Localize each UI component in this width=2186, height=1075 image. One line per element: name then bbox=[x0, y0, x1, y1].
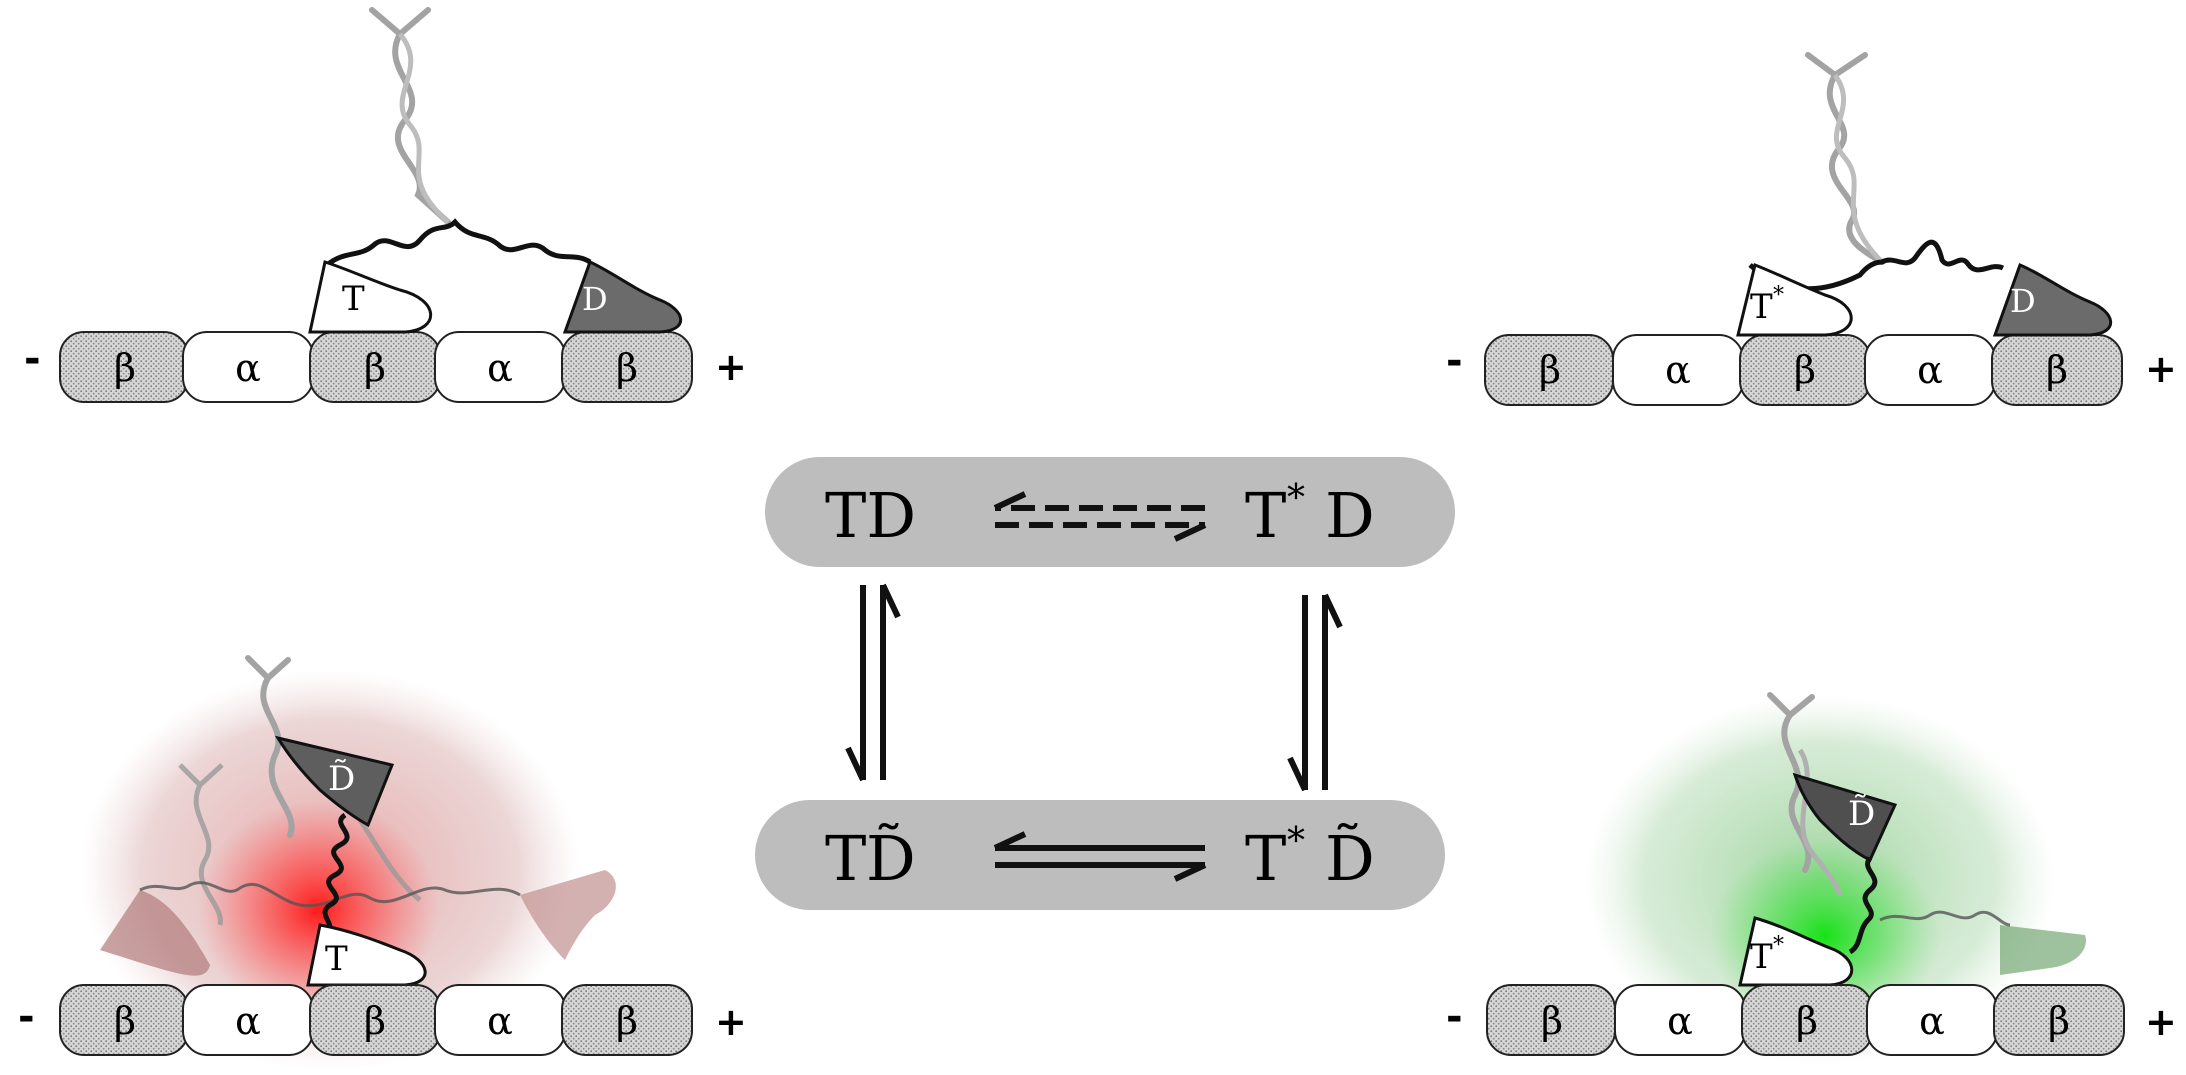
alpha-label: α bbox=[1665, 348, 1691, 392]
minus-end-label: - bbox=[24, 336, 41, 382]
head-label-D: D bbox=[582, 280, 608, 318]
head-label-T: T bbox=[1750, 937, 1773, 977]
tail-coil bbox=[372, 10, 448, 222]
plus-end-label: + bbox=[715, 345, 747, 389]
beta-label: β bbox=[2048, 999, 2070, 1043]
head-label-T: T bbox=[1750, 287, 1773, 327]
beta-label: β bbox=[2046, 348, 2068, 392]
beta-label: β bbox=[1541, 999, 1563, 1043]
state-TstarD-D: D bbox=[1325, 479, 1375, 552]
equilibrium-arrows-right bbox=[1290, 595, 1340, 790]
panel-top-right: β α β α β - + T * D bbox=[1446, 55, 2177, 405]
state-TstarD-T: T bbox=[1245, 479, 1286, 552]
alpha-label: α bbox=[235, 346, 261, 390]
beta-label: β bbox=[364, 346, 386, 390]
plus-end-label: + bbox=[2145, 1000, 2177, 1044]
minus-end-label: - bbox=[1446, 338, 1463, 384]
faded-head-right bbox=[2000, 925, 2086, 975]
alpha-label: α bbox=[487, 999, 513, 1043]
plus-end-label: + bbox=[2145, 347, 2177, 391]
beta-label: β bbox=[1796, 999, 1818, 1043]
panel-top-left: β α β α β - + T D bbox=[24, 10, 747, 402]
state-TD: TD bbox=[825, 479, 916, 552]
panel-bottom-right: D̃ T * β α β α β - + bbox=[1446, 695, 2177, 1065]
beta-label: β bbox=[1794, 348, 1816, 392]
state-TstarDtilde-T: T bbox=[1245, 822, 1286, 895]
beta-label: β bbox=[364, 999, 386, 1043]
head-T-white bbox=[310, 262, 431, 332]
state-TstarDtilde-D: D̃ bbox=[1325, 822, 1375, 895]
kinetic-scheme: TD T * D T D̃ T * D̃ bbox=[755, 457, 1455, 910]
star-superscript: * bbox=[1773, 933, 1784, 958]
state-TstarD-star: * bbox=[1287, 478, 1305, 519]
alpha-label: α bbox=[1919, 999, 1945, 1043]
equilibrium-arrows-left bbox=[848, 585, 898, 780]
head-label-D: D bbox=[2010, 282, 2036, 320]
beta-label: β bbox=[114, 999, 136, 1043]
beta-label: β bbox=[616, 346, 638, 390]
minus-end-label: - bbox=[1446, 994, 1463, 1040]
star-superscript: * bbox=[1773, 283, 1784, 308]
beta-label: β bbox=[1539, 348, 1561, 392]
alpha-label: α bbox=[487, 346, 513, 390]
state-TDtilde-T: T bbox=[825, 822, 866, 895]
beta-label: β bbox=[616, 999, 638, 1043]
beta-label: β bbox=[114, 346, 136, 390]
head-label-Dtilde: D̃ bbox=[328, 759, 355, 799]
state-TDtilde-D: D̃ bbox=[866, 822, 916, 895]
minus-end-label: - bbox=[18, 994, 35, 1040]
plus-end-label: + bbox=[715, 1000, 747, 1044]
head-label-T: T bbox=[325, 939, 348, 979]
alpha-label: α bbox=[1667, 999, 1693, 1043]
alpha-label: α bbox=[1917, 348, 1943, 392]
head-label-Dtilde: D̃ bbox=[1848, 794, 1875, 834]
neck-linker bbox=[327, 222, 590, 265]
state-TstarDtilde-star: * bbox=[1287, 821, 1305, 862]
alpha-label: α bbox=[235, 999, 261, 1043]
head-label-T: T bbox=[342, 279, 365, 319]
panel-bottom-left: D̃ T β α β α β - + bbox=[18, 658, 747, 1070]
